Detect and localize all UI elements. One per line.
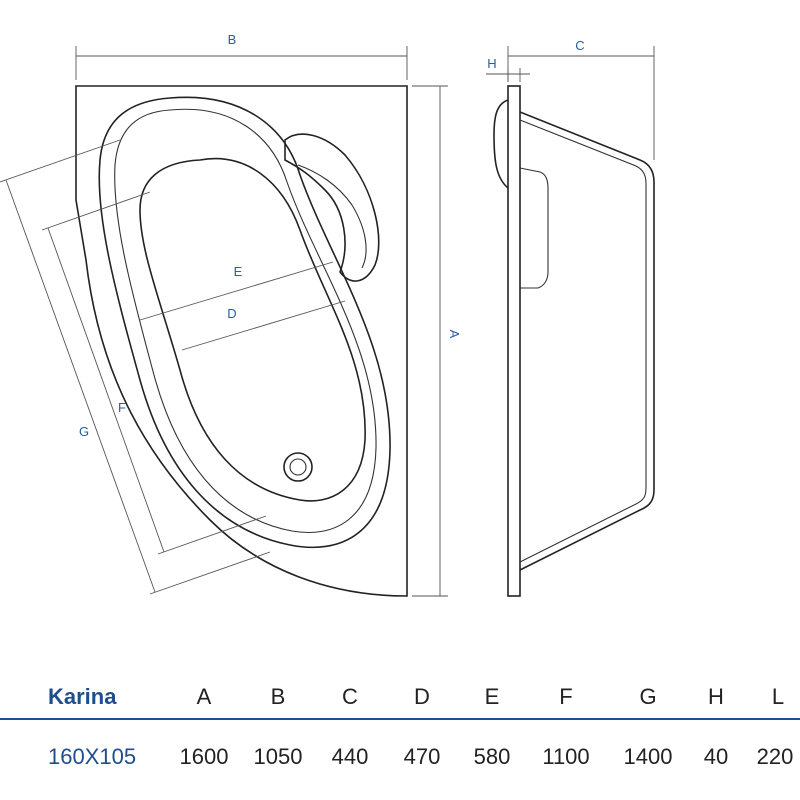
value-f: 1100 — [542, 744, 590, 769]
drain-icon — [283, 452, 313, 482]
column-header-g: G — [639, 684, 657, 709]
value-l: 220 — [756, 744, 794, 769]
column-header-b: B — [270, 684, 286, 709]
dimension-a — [412, 85, 448, 597]
column-header-e: E — [484, 684, 500, 709]
dim-label-g: G — [79, 424, 89, 439]
column-header-f: F — [559, 684, 573, 709]
dimension-f — [41, 191, 267, 555]
dim-label-e: E — [234, 264, 243, 279]
tub-outline — [75, 85, 408, 597]
dim-label-a: A — [447, 330, 462, 339]
value-a: 1600 — [179, 744, 229, 769]
dim-label-c: C — [575, 38, 584, 53]
dimension-b — [75, 46, 408, 80]
table-header-row: Karina A B C D E F G H L — [0, 678, 800, 720]
tub-rim-outer — [98, 96, 391, 549]
dim-label-d: D — [227, 306, 236, 321]
column-header-h: H — [708, 684, 724, 709]
dim-label-h: H — [487, 56, 496, 71]
value-h: 40 — [703, 744, 729, 769]
value-c: 440 — [331, 744, 369, 769]
dim-label-f: F — [118, 400, 126, 415]
headrest — [284, 133, 380, 282]
table-row: 160X105 1600 1050 440 470 580 1100 1400 … — [0, 738, 800, 778]
column-header-a: A — [196, 684, 212, 709]
value-g: 1400 — [623, 744, 673, 769]
tub-basin — [139, 157, 366, 502]
headrest-inner — [297, 164, 367, 269]
value-b: 1050 — [253, 744, 303, 769]
model-size: 160X105 — [48, 744, 137, 769]
side-body — [519, 111, 655, 571]
side-rim — [507, 85, 521, 597]
side-view: C H — [486, 38, 655, 597]
dimension-c — [507, 46, 655, 160]
column-header-l: L — [771, 684, 785, 709]
top-view: B A E D G F — [0, 32, 462, 597]
dim-label-b: B — [228, 32, 237, 47]
column-header-c: C — [342, 684, 358, 709]
value-e: 580 — [473, 744, 511, 769]
spec-table: Karina A B C D E F G H L 160X105 1600 10… — [0, 668, 800, 778]
side-seat — [519, 167, 549, 289]
bathtub-technical-drawing: B A E D G F — [0, 32, 655, 597]
value-d: 470 — [403, 744, 441, 769]
side-headrest — [493, 99, 509, 189]
dimension-g — [0, 139, 271, 595]
dimension-d — [181, 300, 346, 351]
column-header-d: D — [414, 684, 430, 709]
tub-rim-inner — [114, 108, 377, 534]
side-body-inner — [519, 119, 647, 563]
model-name: Karina — [48, 684, 117, 709]
dimension-e — [139, 261, 334, 321]
dimension-h — [486, 68, 530, 82]
